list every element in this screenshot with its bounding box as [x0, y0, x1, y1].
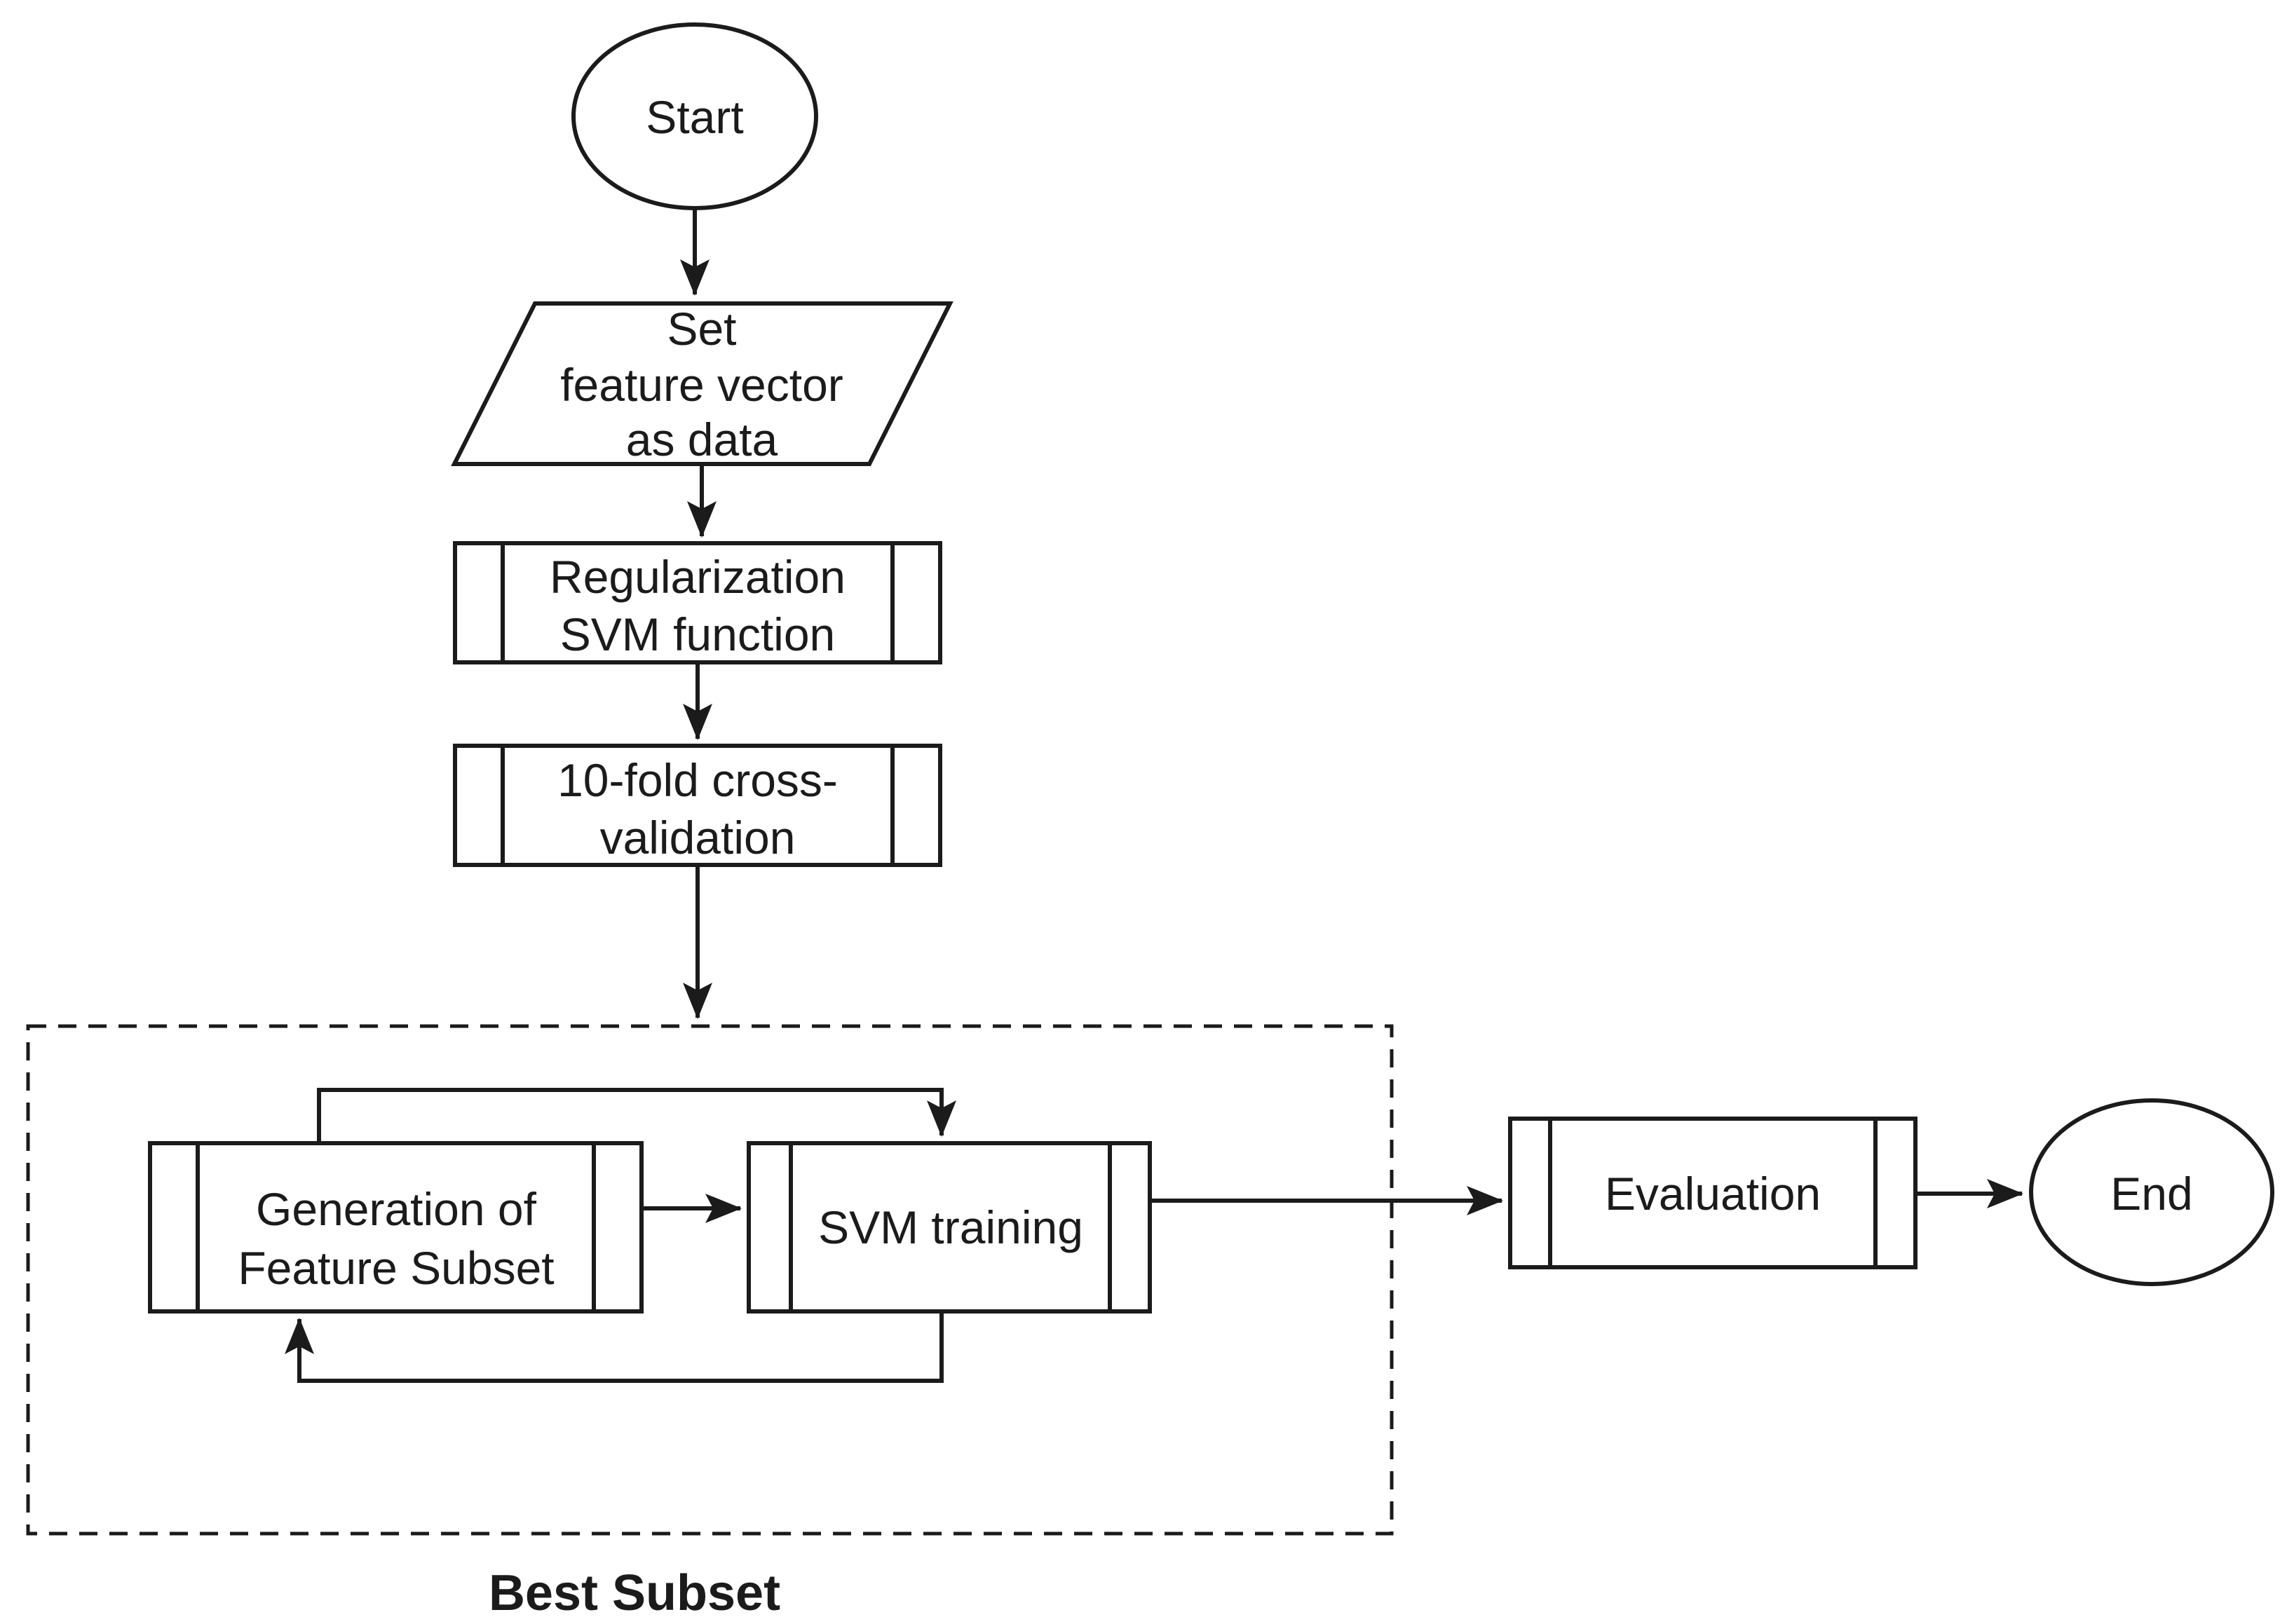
input-line-1: Set [667, 303, 736, 355]
bottom-feedback-loop-arrow [285, 1311, 944, 1383]
input-parallelogram-shape [451, 301, 953, 466]
regularization-line-1: Regularization [550, 551, 846, 603]
cross-validation-node: 10-fold cross- validation [453, 744, 942, 867]
svm-training-node: SVM training [747, 1141, 1152, 1313]
best-subset-group-label: Best Subset [489, 1565, 780, 1621]
start-node: Start [571, 22, 818, 210]
end-node: End [2029, 1098, 2274, 1286]
end-label: End [2110, 1168, 2192, 1220]
generation-line-2: Feature Subset [238, 1242, 554, 1294]
start-label: Start [646, 91, 743, 143]
cross-validation-line-1: 10-fold cross- [557, 754, 838, 806]
top-feedback-loop-arrow [317, 1088, 956, 1143]
svm-training-box [747, 1141, 1152, 1313]
generation-line-1: Generation of [256, 1183, 537, 1235]
regularization-node: Regularization SVM function [453, 541, 942, 664]
end-terminator-shape [2029, 1098, 2274, 1286]
generation-box [148, 1141, 644, 1313]
start-terminator-shape [571, 22, 818, 210]
cross-validation-line-2: validation [600, 812, 796, 864]
evaluation-node: Evaluation [1508, 1117, 1918, 1269]
regularization-line-2: SVM function [560, 608, 836, 660]
input-line-3: as data [626, 414, 778, 465]
regularization-box [453, 541, 942, 664]
svm-training-label: SVM training [818, 1201, 1083, 1253]
evaluation-box [1508, 1117, 1918, 1269]
cross-validation-box [453, 744, 942, 867]
evaluation-label: Evaluation [1605, 1168, 1821, 1220]
generation-node: Generation of Feature Subset [148, 1141, 644, 1313]
input-line-2: feature vector [560, 359, 843, 411]
set-feature-vector-node: Set feature vector as data [451, 301, 953, 466]
